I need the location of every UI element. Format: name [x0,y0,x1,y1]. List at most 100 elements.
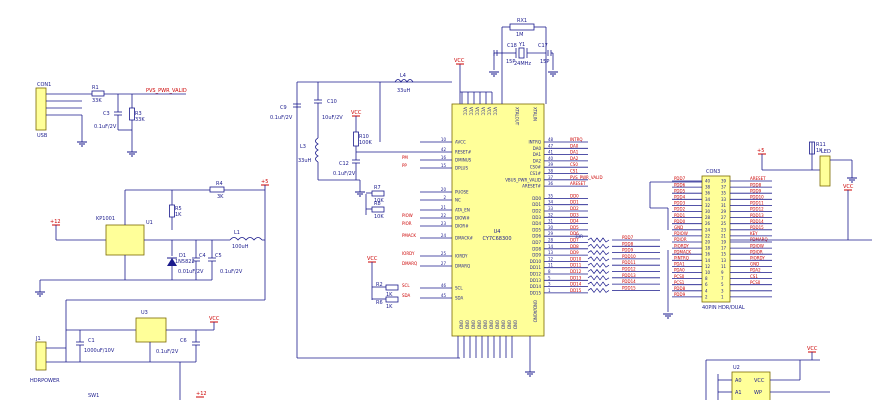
con3-right-pin-number: 31 [721,203,727,208]
svg-text:R5: R5 [175,206,182,212]
u4-bottom-pin-name: GND [489,320,494,329]
u4-left-pin-name: ATA_EN [455,208,470,213]
svg-text:+12: +12 [50,219,61,225]
svg-text:C1: C1 [88,338,95,344]
con3-left-net-label: PDD0 [674,219,686,224]
u4-right-pin-name: DD2 [532,209,541,214]
svg-text:0.1uF/2V: 0.1uF/2V [220,269,243,275]
con3-left-net-label: PDD5 [674,188,686,193]
u4-right-pin-name: INTRQ [528,140,541,145]
u4-right-net-label: PVS_PWR_VALID [570,175,603,180]
con3-left-pin-number: 10 [705,270,711,275]
svg-text:R3: R3 [135,111,142,117]
u4-right-pin-name: DD10 [530,259,542,264]
con3-left-net-label: PDD2 [674,207,686,212]
svg-text:33K: 33K [92,98,102,104]
u4-right-pin-number: 12 [548,256,554,261]
u4-ref: U4 [494,229,501,235]
con3-right-net-label: PIORDY [750,256,765,261]
u4-right-pin-name: CS1# [530,171,542,176]
u4-left-net-label: SCL [402,283,410,288]
con3-right-net-label: PDD9 [750,188,762,193]
svg-text:L1: L1 [234,230,240,236]
u4-left-pin-name: RESET# [455,150,472,155]
con3-right-pin-number: 5 [721,282,724,287]
u4-left-pin-number: 24 [441,233,447,238]
u4-right-pin-number: 34 [548,200,554,205]
con3-right-pin-number: 37 [721,185,727,190]
svg-text:VCC: VCC [367,256,378,262]
svg-text:10uF/2V: 10uF/2V [322,115,343,121]
u4-left-pin-number: 42 [441,147,447,152]
u4-right-pin-name: DD13 [530,278,542,283]
u4-right-pin-name: DD8 [532,246,541,251]
u4-right-pin-number: 37 [548,175,554,180]
u4-left-pin-number: 16 [441,155,447,160]
svg-text:C12: C12 [339,161,349,167]
u4-power-network: L4 33uH VCC C9 0.1uF/2V C10 10uF/2V L3 3… [270,58,465,359]
u4-left-pin-name: DMARQ [455,264,470,269]
svg-text:C17: C17 [538,43,548,49]
svg-text:R10: R10 [359,134,369,140]
con3-left-pin-number: 20 [705,240,711,245]
con3-right-pin-number: 3 [721,288,724,293]
u4-right-pin-number: 40 [548,156,554,161]
u4-right-net-label: DA2 [570,156,579,161]
u4-right-pin-name: DD9 [532,253,541,258]
con3-left-net-label: PDD1 [674,213,686,218]
dd-resistor [587,287,610,293]
con3-left-pin-number: 4 [705,288,708,293]
u4-right-net-label: CS0 [570,162,578,167]
u4-left-net-label: PIOW [402,213,413,218]
svg-text:U2: U2 [733,365,740,371]
u4-right-net-label: DD15 [570,288,582,293]
u4-left-net-label: PMACK [402,233,416,238]
con3-left-net-label: PIORDY [674,243,689,248]
dd-resistor [587,243,610,249]
dd-net-label: PDD14 [622,279,636,284]
svg-text:1M: 1M [516,32,524,38]
u4-right-net-label: CS1 [570,169,578,174]
svg-text:0.1uF/2V: 0.1uF/2V [156,349,179,355]
u4-top-pin-name: VCC [493,107,498,116]
con3-ref: CON3 [706,169,720,175]
crystal-network: RX1 1M Y1 24MHz C18 15P C17 15P [488,18,559,104]
con3-left-pin-number: 34 [705,197,711,202]
u4-left-pin-name: DMINUS [455,158,472,163]
u4-left-pin-name: NC [455,198,461,203]
u4-left-pin-number: 23 [441,221,447,226]
u4-right-net-label: DD12 [570,269,582,274]
u4-left-net-label: PM [402,155,408,160]
u4-top-pin-name: VCC [475,107,480,116]
con3-right-pin-number: 29 [721,209,727,214]
svg-text:VCC: VCC [351,110,362,116]
dd-resistor [587,275,610,281]
svg-text:C9: C9 [280,105,287,111]
con3-left-pin-number: 8 [705,276,708,281]
u4-left-pin-number: 45 [441,293,447,298]
u4-left-pin-number: 22 [441,213,447,218]
u4-right-pin-name: DD7 [532,240,541,245]
svg-text:R2: R2 [376,282,383,288]
u4-right-pin-number: 32 [548,212,554,217]
con3-left-pin-number: 26 [705,221,711,226]
con3-right-net-label: PDA2 [750,268,761,273]
r1-resistor: R1 33K PVS_PWR_VALID C3 0.1uF/2V R3 33K [91,85,187,157]
u4-left-net-label: PIOR [402,221,412,226]
con3-left-pin-number: 6 [705,282,708,287]
u4-right-pin-number: 8 [548,269,551,274]
con3-left-pin-number: 32 [705,203,711,208]
u4-right-net-label: INTRQ [570,137,583,142]
dd-resistor-value: 33R [575,234,583,239]
svg-text:VCC: VCC [843,184,854,190]
svg-text:VCC: VCC [807,346,818,352]
u4-agnd-pin-name: GND/AGND [533,300,538,322]
u4-xtal-pin-name: XTALIN [533,107,538,121]
u4-right-pin-number: 30 [548,225,554,230]
con3-right-net-label: KEY [750,231,758,236]
svg-text:10K: 10K [374,214,384,220]
